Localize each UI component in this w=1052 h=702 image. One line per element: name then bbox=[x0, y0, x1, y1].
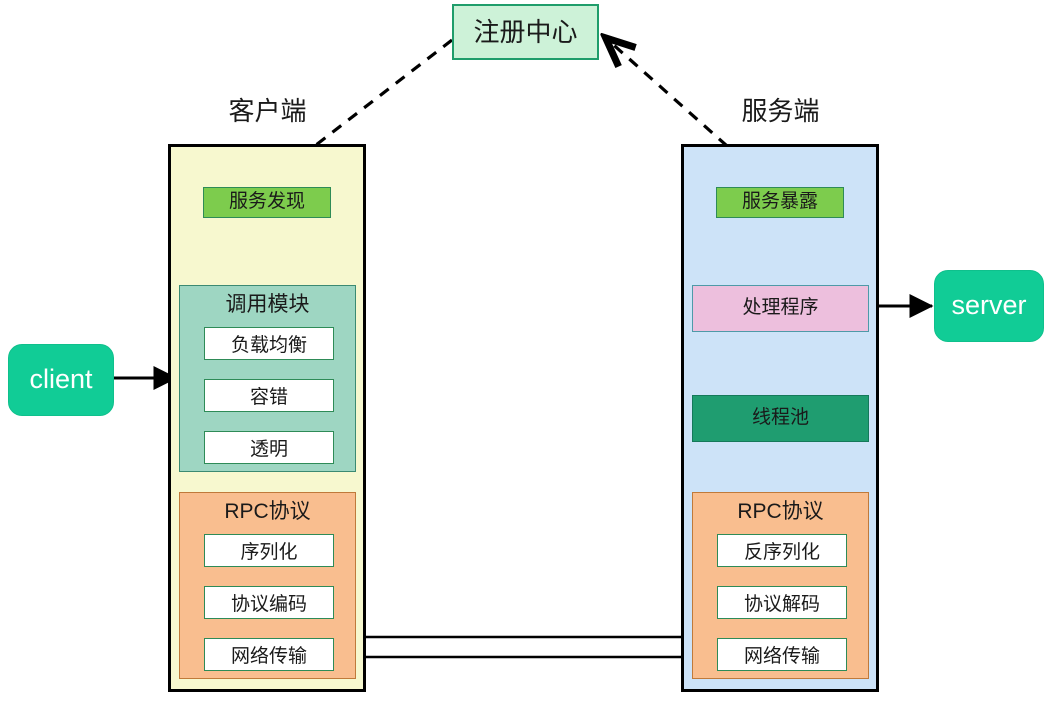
client-rpc-item-serialize[interactable]: 序列化 bbox=[204, 534, 334, 567]
client-rpc-item-protocol-encode[interactable]: 协议编码 bbox=[204, 586, 334, 619]
client-rpc-protocol-title: RPC协议 bbox=[224, 500, 311, 523]
client-side-caption: 客户端 bbox=[228, 95, 307, 126]
client-rpc-item-network-transport[interactable]: 网络传输 bbox=[204, 638, 334, 671]
client-endpoint-label: client bbox=[29, 364, 93, 395]
client-invoke-item-transparent[interactable]: 透明 bbox=[204, 431, 334, 464]
server-rpc-protocol-group: RPC协议 反序列化 协议解码 网络传输 bbox=[692, 492, 869, 679]
client-invoke-module-title: 调用模块 bbox=[225, 293, 310, 316]
client-invoke-module-group: 调用模块 负载均衡 容错 透明 bbox=[179, 285, 356, 472]
server-service-expose-block[interactable]: 服务暴露 bbox=[716, 187, 844, 218]
client-panel: 服务发现 调用模块 负载均衡 容错 透明 RPC协议 序列化 协议编码 bbox=[168, 144, 366, 692]
server-endpoint-node[interactable]: server bbox=[934, 270, 1044, 342]
server-side-caption: 服务端 bbox=[741, 95, 820, 126]
server-rpc-protocol-title: RPC协议 bbox=[737, 500, 824, 523]
server-rpc-item-deserialize[interactable]: 反序列化 bbox=[717, 534, 847, 567]
server-rpc-item-network-transport[interactable]: 网络传输 bbox=[717, 638, 847, 671]
client-service-discovery-block[interactable]: 服务发现 bbox=[203, 187, 331, 218]
server-endpoint-label: server bbox=[951, 290, 1027, 321]
server-handler-block[interactable]: 处理程序 bbox=[692, 285, 869, 332]
server-thread-pool-block[interactable]: 线程池 bbox=[692, 395, 869, 442]
client-endpoint-node[interactable]: client bbox=[8, 344, 114, 416]
registry-center-label: 注册中心 bbox=[473, 16, 578, 47]
client-invoke-item-fault-tolerance[interactable]: 容错 bbox=[204, 379, 334, 412]
server-panel: 服务暴露 处理程序 线程池 RPC协议 反序列化 协议解码 网络传输 bbox=[681, 144, 879, 692]
registry-center-node[interactable]: 注册中心 bbox=[452, 4, 599, 60]
client-invoke-item-load-balance[interactable]: 负载均衡 bbox=[204, 327, 334, 360]
client-rpc-protocol-group: RPC协议 序列化 协议编码 网络传输 bbox=[179, 492, 356, 679]
server-rpc-item-protocol-decode[interactable]: 协议解码 bbox=[717, 586, 847, 619]
